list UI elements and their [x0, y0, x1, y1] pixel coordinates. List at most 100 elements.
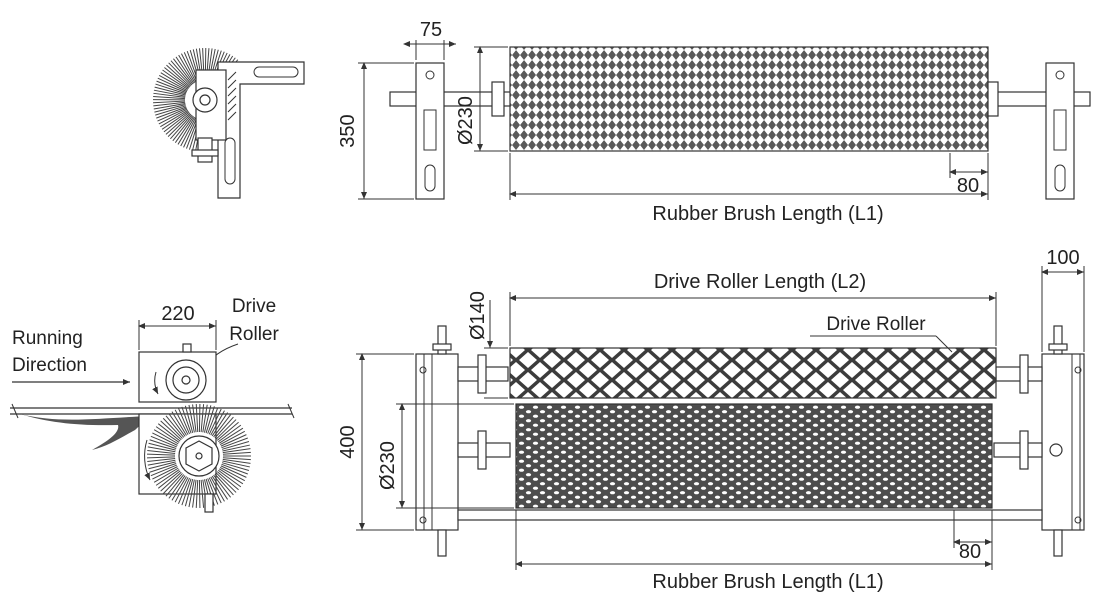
top-dim-75: 75 — [403, 19, 456, 60]
drive-roller-label-1: Drive — [232, 296, 276, 317]
side-shaft-inner — [199, 94, 211, 106]
bristle — [156, 106, 187, 119]
bristle — [165, 474, 185, 497]
bristle — [192, 479, 197, 508]
left-bottom-bolt — [437, 529, 447, 557]
bristle — [210, 410, 225, 436]
top-right-bracket-slot — [1054, 164, 1066, 192]
bristle — [153, 429, 179, 445]
left-frame-inner — [423, 353, 433, 531]
bristle — [202, 404, 208, 433]
drive-roller-callout: Drive Roller — [826, 314, 926, 335]
dim-box-width-220: 220 — [161, 303, 194, 325]
drive-roller-callout-group: Drive Roller — [810, 314, 953, 353]
bristle — [219, 468, 244, 485]
bristle — [157, 423, 181, 442]
bristle — [153, 95, 186, 100]
bristle — [155, 469, 180, 486]
top-left-bracket-slot — [424, 164, 436, 192]
bristle — [147, 456, 176, 459]
bristle — [219, 427, 244, 444]
brush-shaft-right — [993, 442, 1043, 458]
bristle — [184, 405, 194, 433]
bristle — [152, 466, 178, 480]
bristle — [211, 412, 229, 437]
bristle — [222, 458, 251, 464]
bristle — [178, 408, 190, 435]
bristle — [147, 450, 176, 454]
bristle — [195, 404, 199, 433]
bristle — [178, 477, 190, 504]
dim-l2: Drive Roller Length (L2) — [509, 271, 997, 346]
lower-brush-bristles — [147, 403, 251, 509]
bristle — [165, 112, 191, 135]
bristle — [180, 53, 197, 83]
dim-bottom-l1: Rubber Brush Length (L1) — [515, 510, 993, 593]
bristle — [222, 460, 250, 468]
left-top-bolt — [437, 325, 447, 355]
dim-bottom-80: 80 — [953, 510, 993, 563]
bristle — [166, 64, 191, 87]
brush-flange-left — [477, 430, 487, 470]
bristle — [162, 69, 189, 89]
bristle — [164, 67, 190, 88]
bristle — [154, 86, 186, 96]
bristle — [188, 479, 195, 508]
bristle — [153, 100, 186, 104]
brush-flange-right — [1019, 430, 1029, 470]
bristle — [208, 477, 222, 504]
upper-bolt — [182, 343, 192, 353]
bristle — [168, 62, 192, 87]
bristle — [174, 409, 189, 435]
bristle — [173, 58, 194, 85]
drive-roller-body — [509, 347, 997, 399]
bristle — [183, 118, 198, 148]
bristle — [207, 407, 219, 434]
top-right-bolt-hole — [1055, 70, 1065, 80]
bristle — [147, 453, 176, 456]
right-top-bolt — [1053, 325, 1063, 355]
bristle — [165, 415, 185, 438]
bristle — [221, 441, 250, 450]
dim-height-350: 350 — [337, 114, 359, 147]
bottom-front-view: Drive Roller Length (L2) 100 Ø140 Drive … — [337, 247, 1085, 593]
bristle — [205, 406, 215, 434]
bristle — [157, 470, 181, 489]
dim-brush-230: Ø230 — [377, 403, 514, 509]
top-front-view: 75 350 Ø230 80 Rubber Brush Length (L1) — [337, 19, 1091, 225]
bracket-slot-vertical — [224, 137, 236, 185]
bristle — [210, 476, 225, 502]
right-frame-outer — [1041, 353, 1085, 531]
bristle — [174, 116, 195, 143]
bristle — [181, 478, 192, 506]
bristle — [153, 101, 186, 107]
bristle — [170, 60, 193, 86]
bristle — [168, 475, 186, 499]
bristle — [155, 83, 187, 95]
bristle — [157, 77, 188, 93]
bristle — [222, 448, 251, 454]
bristle — [216, 421, 239, 441]
bristle — [181, 406, 192, 434]
bristle — [149, 463, 177, 473]
running-direction-label-1: Running — [12, 328, 83, 349]
bristle — [174, 477, 189, 503]
tie-rod — [457, 509, 1043, 521]
bristle — [215, 419, 237, 440]
bristle — [153, 467, 179, 483]
bristle — [160, 471, 182, 492]
left-frame-outer — [415, 353, 459, 531]
bristle — [195, 479, 199, 508]
top-dim-l1: Rubber Brush Length (L1) — [509, 153, 989, 225]
drive-roller-label-2: Roller — [229, 324, 279, 345]
top-left-collar — [491, 81, 505, 117]
bristle — [150, 435, 177, 448]
bristle — [156, 80, 187, 94]
bristle — [167, 113, 192, 137]
side-hatch — [227, 71, 237, 121]
bristle — [220, 434, 247, 447]
right-frame-nut — [1049, 443, 1063, 457]
dim-100: 100 — [1041, 247, 1085, 352]
bristle — [213, 414, 231, 438]
side-bracket — [217, 61, 305, 199]
